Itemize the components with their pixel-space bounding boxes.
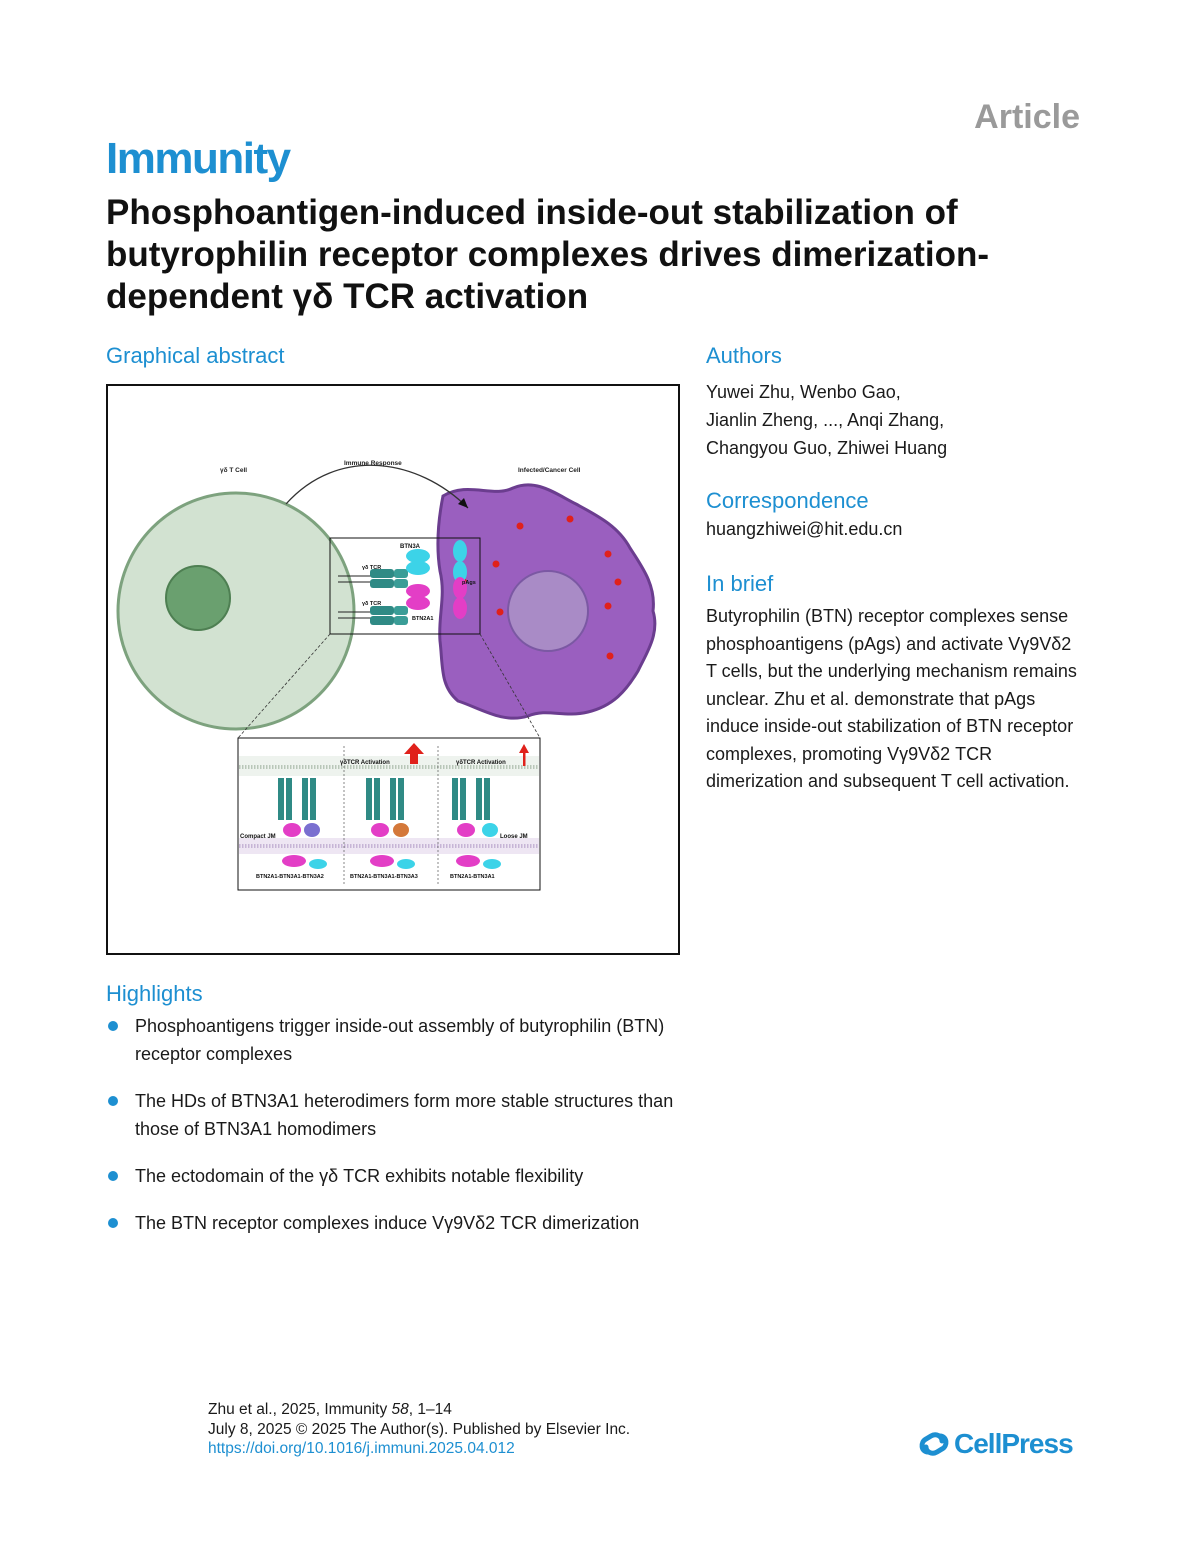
authors-line: Changyou Guo, Zhiwei Huang (706, 438, 948, 458)
loose-jm-label: Loose JM (500, 834, 528, 840)
in-brief-heading: In brief (706, 571, 774, 596)
complex-label-2: BTN2A1-BTN3A1-BTN3A3 (350, 874, 418, 880)
complex-label-1: BTN2A1-BTN3A1-BTN3A2 (256, 874, 324, 880)
authors-heading: Authors (706, 343, 782, 368)
activation-arrow-large (404, 743, 424, 764)
cellpress-wordmark: CellPress (954, 1428, 1074, 1459)
complex-group-1 (278, 778, 327, 869)
bullet-icon (108, 1096, 118, 1106)
citation-line: Zhu et al., 2025, Immunity 58, 1–14 (208, 1401, 452, 1418)
authors-list: Yuwei Zhu, Wenbo Gao, Jianlin Zheng, ...… (706, 378, 1086, 462)
highlights-heading: Highlights (106, 981, 203, 1006)
highlight-item: The ectodomain of the γδ TCR exhibits no… (106, 1162, 696, 1190)
graphical-abstract-heading: Graphical abstract (106, 343, 285, 368)
authors-line: Jianlin Zheng, ..., Anqi Zhang, (706, 410, 945, 430)
immune-response-arrow (285, 464, 469, 509)
highlight-item: The BTN receptor complexes induce Vγ9Vδ2… (106, 1209, 696, 1237)
pags-label: pAgs (462, 580, 476, 586)
gd-tcr-label-1: γδ TCR (362, 565, 381, 571)
t-cell-label: γδ T Cell (220, 467, 247, 474)
complex-label-3: BTN2A1-BTN3A1 (450, 874, 495, 880)
cancer-nucleus (507, 570, 589, 652)
publication-date-line: July 8, 2025 © 2025 The Author(s). Publi… (208, 1420, 631, 1438)
t-cell (116, 491, 356, 731)
bullet-icon (108, 1171, 118, 1181)
citation-footer: Zhu et al., 2025, Immunity 58, 1–14 July… (208, 1400, 630, 1459)
complex-group-2 (366, 778, 415, 869)
complex-group-3 (452, 778, 501, 869)
graphical-abstract: Immune Response γδ T Cell Infected/Cance… (106, 384, 680, 955)
authors-line: Yuwei Zhu, Wenbo Gao, (706, 382, 901, 402)
receptor-schematic (338, 540, 467, 625)
bullet-icon (108, 1218, 118, 1228)
cellpress-icon (919, 1432, 949, 1456)
article-type-label: Article (974, 98, 1080, 136)
btn3a-label: BTN3A (400, 544, 421, 550)
bullet-icon (108, 1021, 118, 1031)
correspondence-email[interactable]: huangzhiwei@hit.edu.cn (706, 519, 903, 539)
activation-arrow-small (519, 744, 529, 753)
t-cell-nucleus (165, 565, 231, 631)
highlight-item: Phosphoantigens trigger inside-out assem… (106, 1012, 696, 1068)
activation-label-1: γδTCR Activation (340, 760, 390, 766)
cellpress-logo: CellPress (918, 1428, 1083, 1462)
cancer-cell-label: Infected/Cancer Cell (518, 467, 581, 474)
zoom-box (329, 537, 481, 635)
journal-name: Immunity (106, 134, 291, 183)
in-brief-text: Butyrophilin (BTN) receptor complexes se… (706, 606, 1077, 791)
doi-link[interactable]: https://doi.org/10.1016/j.immuni.2025.04… (208, 1440, 515, 1457)
btn2a1-label: BTN2A1 (412, 616, 433, 622)
activation-label-2: γδTCR Activation (456, 760, 506, 766)
correspondence-heading: Correspondence (706, 488, 869, 513)
immune-response-label: Immune Response (344, 460, 402, 467)
highlights-list: Phosphoantigens trigger inside-out assem… (106, 1012, 696, 1256)
gd-tcr-label-2: γδ TCR (362, 601, 381, 607)
graphical-abstract-figure: Immune Response γδ T Cell Infected/Cance… (116, 460, 657, 891)
compact-jm-label: Compact JM (240, 834, 276, 840)
article-title: Phosphoantigen-induced inside-out stabil… (106, 193, 989, 316)
highlight-item: The HDs of BTN3A1 heterodimers form more… (106, 1087, 696, 1143)
